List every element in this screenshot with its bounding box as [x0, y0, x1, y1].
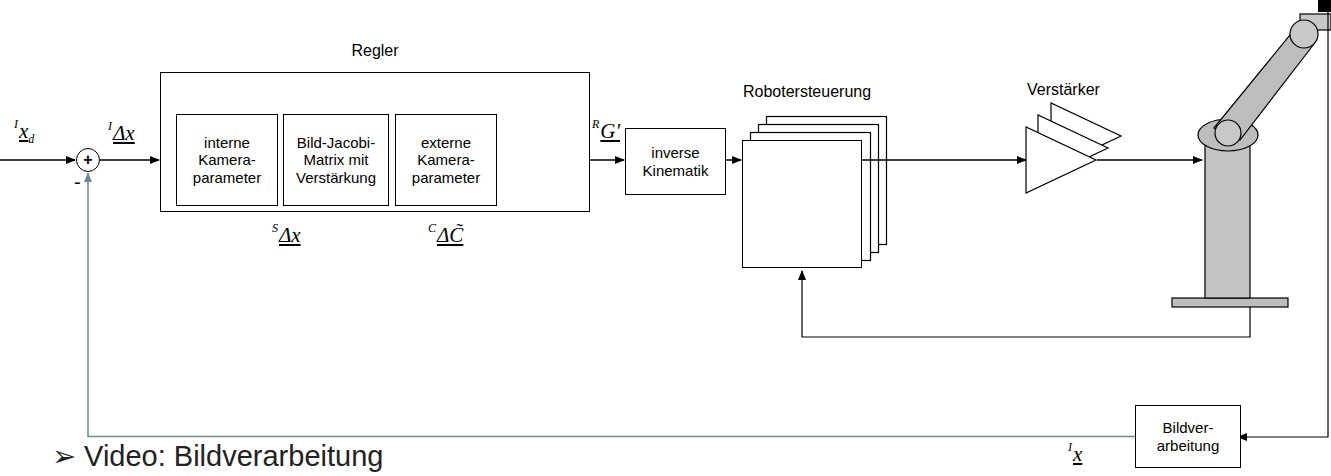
box-text: Bild-Jacobi- Matrix mit Verstärkung [284, 134, 388, 186]
symbol-part: Δx [113, 121, 135, 145]
process-box: Bildver- arbeitung [1135, 405, 1241, 468]
drive-arrow [1097, 159, 1202, 161]
box-text: externe Kamera- parameter [396, 134, 496, 186]
signal-symbol: IΔx [108, 120, 135, 144]
symbol-part: ΔC̃ [437, 223, 463, 247]
signal-arrow [100, 159, 159, 161]
box-text: Bildver- arbeitung [1136, 419, 1240, 454]
signal-symbol: SΔx [272, 222, 301, 246]
process-box: interne Kamera- parameter [176, 114, 278, 206]
camera-line [1238, 12, 1328, 437]
sum-sign: + [83, 152, 92, 168]
signal-arrow [726, 159, 741, 161]
amplifier-triangles [1025, 95, 1125, 195]
symbol-part: Δx [279, 223, 301, 247]
input-arrow [0, 159, 75, 161]
signal-symbol: Ix [1068, 441, 1082, 465]
symbol-part: x [19, 119, 28, 143]
block-heading: Robotersteuerung [743, 83, 871, 101]
symbol-part: I [1068, 440, 1072, 454]
symbol-part: R [592, 117, 599, 131]
setpoint-symbol: Ixd [14, 118, 34, 145]
symbol-part: x [1073, 442, 1082, 466]
symbol-part: G' [600, 119, 620, 143]
signal-arrow [88, 173, 1135, 437]
controller-box: Reglerinterne Kamera- parameterBild-Jaco… [160, 72, 590, 212]
symbol-part: C [428, 221, 436, 235]
process-box: inverse Kinematik [625, 128, 726, 195]
symbol-part: d [28, 132, 34, 146]
process-box: Bild-Jacobi- Matrix mit Verstärkung [283, 114, 389, 206]
block-heading: Verstärker [1027, 81, 1100, 99]
symbol-part: I [108, 119, 112, 133]
feedback-line [802, 271, 1250, 337]
signal-arrow [862, 159, 1026, 161]
box-text: inverse Kinematik [626, 144, 725, 179]
sign-label: - [74, 171, 81, 193]
signal-symbol: RG' [592, 118, 620, 142]
robot-arm [1172, 0, 1331, 307]
sign-label: - [74, 172, 81, 193]
robot-control-box: Robotersteuerung [742, 140, 862, 268]
symbol-part: S [272, 221, 278, 235]
symbol-part: I [14, 117, 18, 131]
block-heading: Regler [161, 42, 589, 60]
slide-bullet: ➢ Video: Bildverarbeitung [52, 441, 383, 473]
box-text: interne Kamera- parameter [177, 134, 277, 186]
summing-junction: + [76, 148, 100, 172]
process-box: externe Kamera- parameter [395, 114, 497, 206]
signal-arrow [590, 159, 624, 161]
amplifier-symbol: Verstärker [1025, 95, 1125, 195]
signal-symbol: CΔC̃ [428, 222, 463, 246]
